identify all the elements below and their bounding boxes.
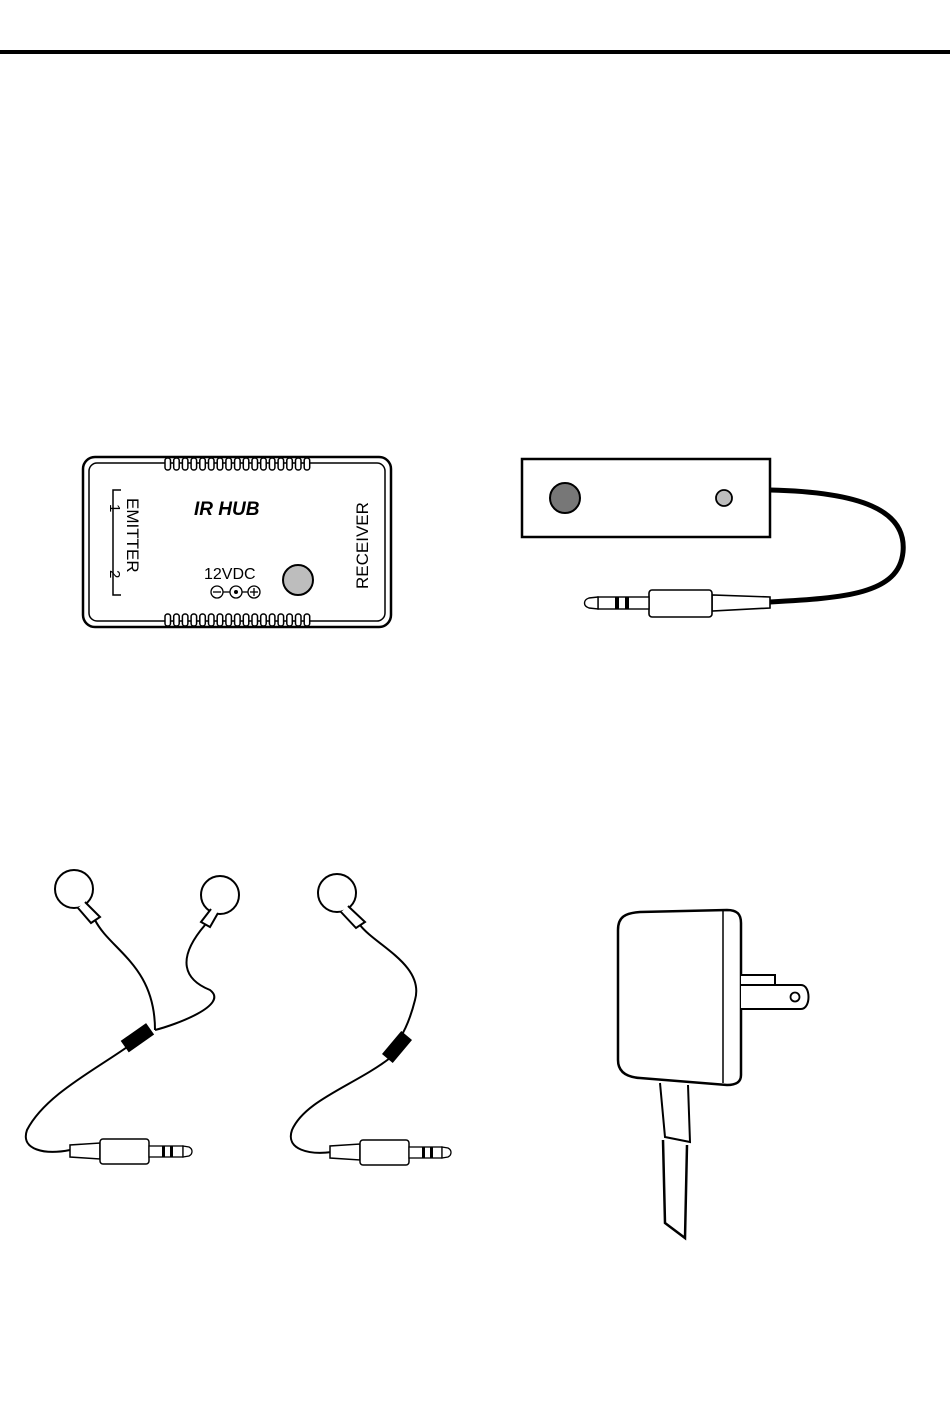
vent-slot	[165, 458, 171, 470]
emitter-wire-3	[360, 925, 416, 1038]
emitter-label: EMITTER	[123, 498, 142, 573]
vent-slot	[165, 614, 171, 626]
vent-slot	[191, 614, 197, 626]
receiver-sensor-lens	[550, 483, 580, 513]
receiver-plug-icon	[585, 590, 771, 617]
emitter-port-2-label: 2	[106, 570, 123, 578]
vent-slot	[191, 458, 197, 470]
vent-slot	[278, 458, 284, 470]
vent-slot	[261, 458, 267, 470]
receiver-indicator-led	[716, 490, 732, 506]
emitter-head-2-icon	[201, 876, 239, 927]
emitter-plug-1-icon	[70, 1139, 192, 1164]
emitter-inline-block	[382, 1031, 412, 1063]
vent-slot	[243, 614, 249, 626]
vent-slot	[226, 458, 232, 470]
emitter-head-3-icon	[318, 874, 365, 928]
power-jack	[283, 565, 313, 595]
vent-slot	[217, 458, 223, 470]
vent-slot	[296, 458, 302, 470]
vent-slot	[200, 458, 206, 470]
power-label: 12VDC	[204, 566, 256, 583]
emitter-plug-2-icon	[330, 1140, 451, 1165]
vent-slot	[182, 458, 188, 470]
emitter-common-wire	[26, 1045, 130, 1152]
vent-slot	[252, 458, 258, 470]
receiver-label: RECEIVER	[353, 502, 372, 589]
ir-hub-illustration: IR HUB EMITTER 1 2 12VDC RECEIVER	[80, 452, 400, 632]
vent-slot	[304, 614, 310, 626]
vent-slot	[278, 614, 284, 626]
vent-slot	[269, 614, 275, 626]
single-emitter-illustration	[280, 860, 470, 1170]
top-rule	[0, 50, 950, 54]
adapter-prong-hole	[791, 993, 800, 1002]
vent-slot	[261, 614, 267, 626]
receiver-cable	[770, 490, 903, 602]
adapter-cord	[663, 1140, 687, 1238]
vent-slot	[269, 458, 275, 470]
power-adapter-illustration	[605, 905, 825, 1245]
vent-slot	[226, 614, 232, 626]
adapter-strain-relief	[660, 1083, 690, 1142]
vent-slot	[209, 458, 215, 470]
vent-slot	[235, 614, 241, 626]
vent-slot	[209, 614, 215, 626]
emitter-port-1-label: 1	[106, 504, 123, 512]
vent-slot	[287, 614, 293, 626]
vent-slot	[217, 614, 223, 626]
vent-slot	[287, 458, 293, 470]
hub-title: IR HUB	[194, 499, 260, 520]
vent-slot	[304, 458, 310, 470]
vent-slot	[200, 614, 206, 626]
emitter-wire-3-lower	[291, 1058, 390, 1153]
ir-receiver-illustration	[515, 452, 915, 632]
vent-slot	[235, 458, 241, 470]
hub-bottom-vents	[165, 614, 310, 626]
vent-slot	[174, 458, 180, 470]
vent-slot	[182, 614, 188, 626]
vent-slot	[296, 614, 302, 626]
emitter-wire-1	[95, 920, 155, 1030]
dual-emitter-illustration	[15, 860, 255, 1170]
emitter-head-1-icon	[55, 870, 100, 923]
vent-slot	[252, 614, 258, 626]
vent-slot	[174, 614, 180, 626]
emitter-wire-2	[155, 925, 214, 1030]
hub-top-vents	[165, 458, 310, 470]
vent-slot	[243, 458, 249, 470]
